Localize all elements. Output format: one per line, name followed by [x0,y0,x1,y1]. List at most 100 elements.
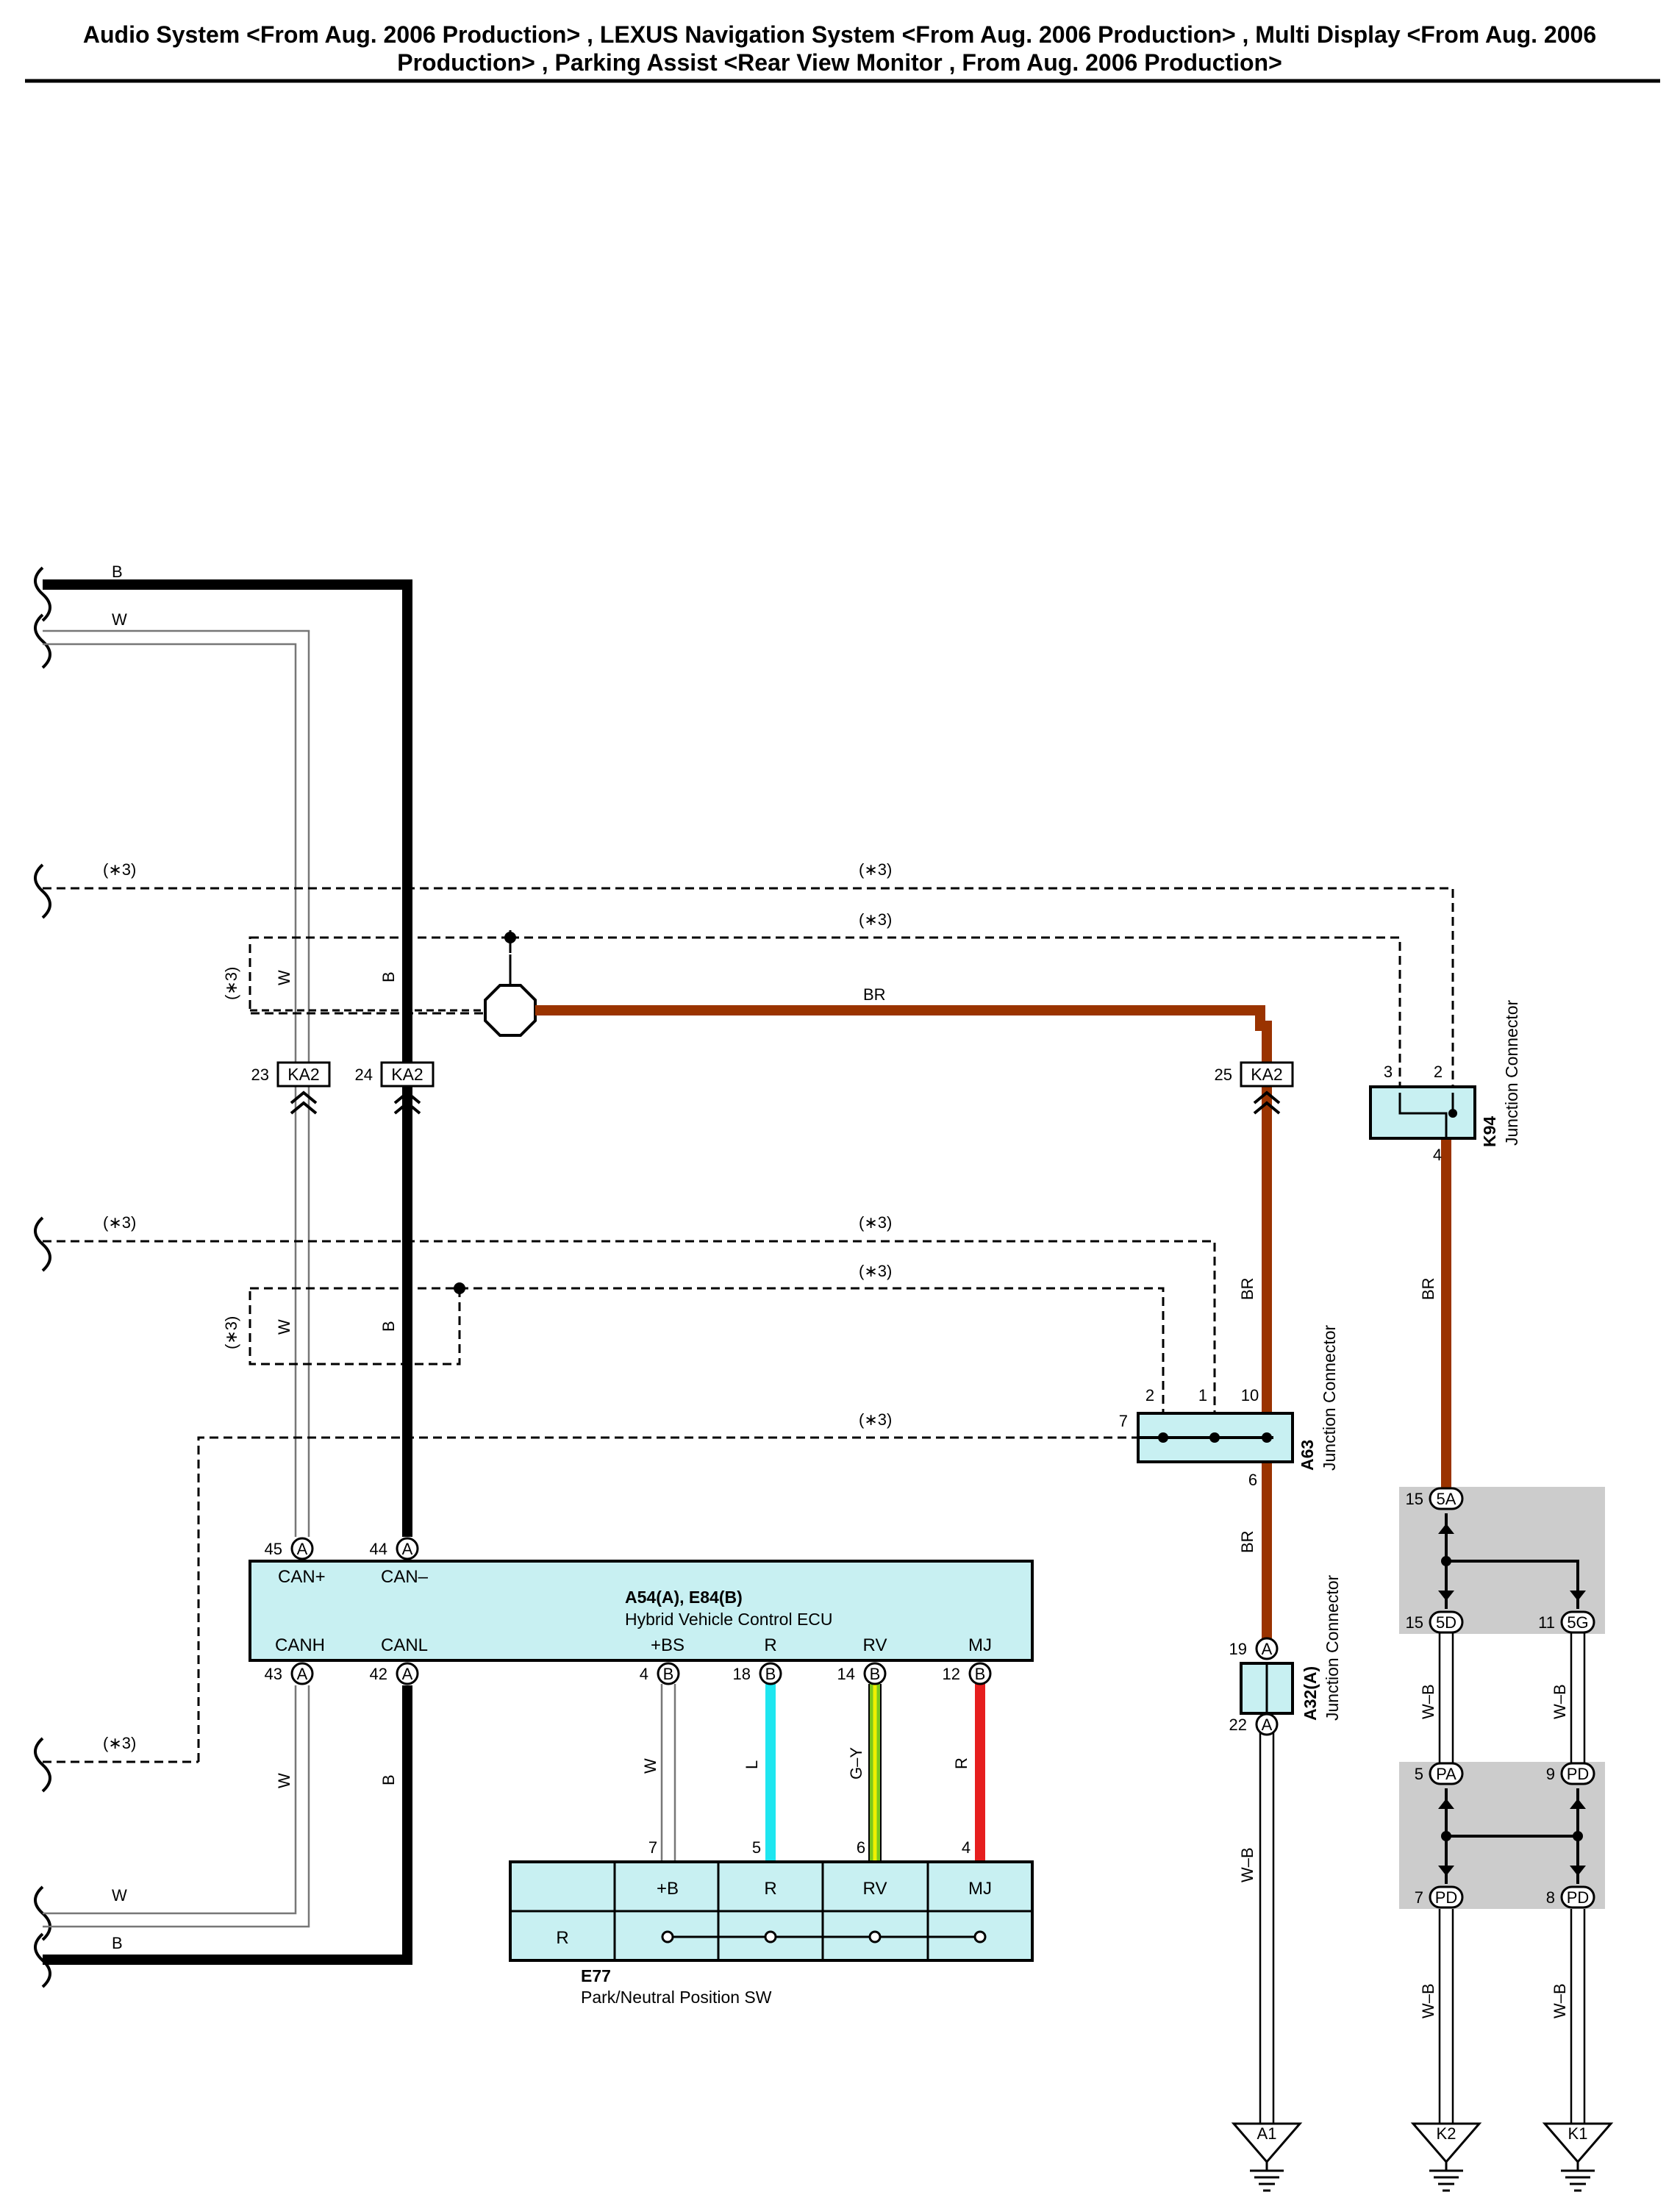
splice-pin-pd-9-part: PD [1567,1765,1590,1783]
splice-pin-5d: 5D 15 [1406,1610,1464,1634]
switch-pin-7: 7 [648,1838,657,1857]
splice-pin-pd-8-part [1560,1885,1595,1909]
label-shield-7: (∗3) [859,1410,892,1429]
splice-pin-5a-part: 5A [1437,1490,1456,1508]
label-b-bottom: B [112,1934,123,1952]
splice-pin-pd-7: PD 7 [1415,1885,1464,1909]
connector-a32-part [1255,1637,1279,1660]
wire-break-shield-1 [34,863,51,919]
ecu-bottom-pin-14-part: 14 [837,1665,855,1683]
a63-pin-1: 1 [1198,1386,1207,1404]
label-w-v1: W [275,970,293,985]
a32-name: Junction Connector [1323,1574,1342,1721]
page-header: Audio System <From Aug. 2006 Production>… [25,21,1660,83]
splice-pin-5d-part: 5D [1436,1613,1456,1632]
park-neutral-switch: +B R RV MJ R 7 5 6 4 E77 Park/Neutral Po… [509,1838,1034,2007]
ecu-top-pin-can-minus-part: CAN– [381,1567,429,1587]
wire-wb-k1 [1570,1632,1586,2124]
park-neutral-switch-part [868,1930,882,1943]
splice-dot [1441,1831,1451,1841]
park-neutral-switch-part [973,1930,987,1943]
ecu-label-mj: MJ [968,1635,992,1655]
ecu-bottom-pin-43-part: A [297,1665,308,1683]
ka2-pin-23: 23 [251,1065,269,1084]
k94-code: K94 [1480,1116,1499,1147]
splice-pin-pa: PA 5 [1415,1762,1464,1785]
wire-br-main-part [535,1005,1272,1107]
label-shield-3: (∗3) [859,910,892,929]
splice-pin-pa-part: 5 [1415,1765,1423,1783]
shield-lines-part [510,936,1401,1093]
splice-pin-5a-part [1429,1487,1464,1510]
splice-pin-pa-part [1429,1762,1464,1785]
ground-a1-part: A1 [1257,2124,1277,2143]
a32-pin-22: 22 [1229,1716,1247,1734]
ecu-bottom-pin-18-part: B [765,1665,776,1683]
k94-pin-2: 2 [1434,1063,1443,1081]
wire-b-can-minus-part [43,1685,412,1965]
switch-name: Park/Neutral Position SW [581,1988,772,2007]
ecu-bottom-pin-43-part [290,1662,314,1685]
page-title-line-2: Production> , Parking Assist <Rear View … [397,49,1282,76]
label-w-v3: W [275,1773,293,1788]
wire-b-can-minus-part [43,579,412,1107]
label-b-v2: B [379,1321,398,1332]
a63-pin-10: 10 [1241,1386,1259,1404]
switch-terminal-rv: RV [863,1879,887,1899]
wire-break-w-top [34,613,51,669]
label-wb-k2-bottom: W–B [1419,1983,1437,2018]
ecu-bottom-pin-14: B 14 [837,1662,887,1685]
a32-code: A32(A) [1301,1666,1320,1721]
label-w-plusbs: W [641,1758,660,1774]
ecu-top-pin-can-plus-part: A [297,1540,308,1558]
ecu-bottom-pin-12-part: B [975,1665,986,1683]
ecu-top-pin-can-plus: A 45 CAN+ [265,1537,326,1587]
ecu-bottom-pin-12-part [968,1662,992,1685]
ecu-top-pin-can-minus: A 44 CAN– [370,1537,429,1587]
label-shield-6: (∗3) [859,1262,892,1280]
connector-ka2-24-part [393,1090,421,1115]
wire-w-can-plus-part [43,1685,297,1915]
shield-lines-part [249,936,512,1015]
label-wb-k1-bottom: W–B [1551,1983,1569,2018]
switch-terminal-mj: MJ [968,1879,992,1899]
splice-arrows-part [1570,1799,1586,1809]
label-b-v1: B [379,971,398,982]
ecu-bottom-pin-4-part: 4 [640,1665,648,1683]
splice-pin-pd-9: PD 9 [1546,1762,1595,1785]
wire-break-shield-2 [34,1216,51,1272]
k94-pin-4: 4 [1433,1146,1442,1164]
wire-w-can-plus-part [43,629,310,1107]
switch-terminal-r: R [764,1879,776,1899]
connector-a32-part [1255,1713,1279,1736]
ecu-bottom-pin-42-part: A [402,1665,413,1683]
wire-w-can-plus-part [43,643,297,1107]
ecu-top-pin-can-plus-part [290,1537,314,1560]
park-neutral-switch-part [764,1930,777,1943]
ecu-label-canh: CANH [275,1635,325,1655]
label-gy: G–Y [847,1747,865,1780]
label-shield-v2: (∗3) [222,1316,240,1349]
connector-k94-part [1448,1109,1457,1118]
wire-wb-a1 [1259,1731,1275,2124]
label-wb-k1-top: W–B [1551,1684,1569,1719]
ecu-label-canl: CANL [381,1635,428,1655]
label-shield-4: (∗3) [103,1213,136,1232]
ecu-bottom-pin-42: A 42 [370,1662,419,1685]
wire-w-plusb [660,1684,676,1862]
splice-arrows-part [1438,1799,1454,1809]
switch-pin-6: 6 [857,1838,865,1857]
park-neutral-switch-part [661,1930,674,1943]
wire-wb-k2 [1438,1632,1454,2124]
label-shield-v1: (∗3) [222,967,240,1000]
splice-pin-5d-part: 15 [1406,1613,1423,1632]
label-w-bottom: W [112,1886,127,1905]
ecu-bottom-pin-12: B 12 [943,1662,992,1685]
splice-pin-pd-8-part: PD [1567,1888,1590,1907]
ka2-pin-25: 25 [1215,1065,1232,1084]
splice-bottom-connectors: PA 5 PD 9 PD 7 PD 8 [1415,1762,1595,1909]
connector-k94: 3 2 4 K94 Junction Connector [1369,999,1521,1164]
splice-arrows-part [1438,1591,1454,1601]
splice-pin-5d-part [1429,1610,1464,1634]
